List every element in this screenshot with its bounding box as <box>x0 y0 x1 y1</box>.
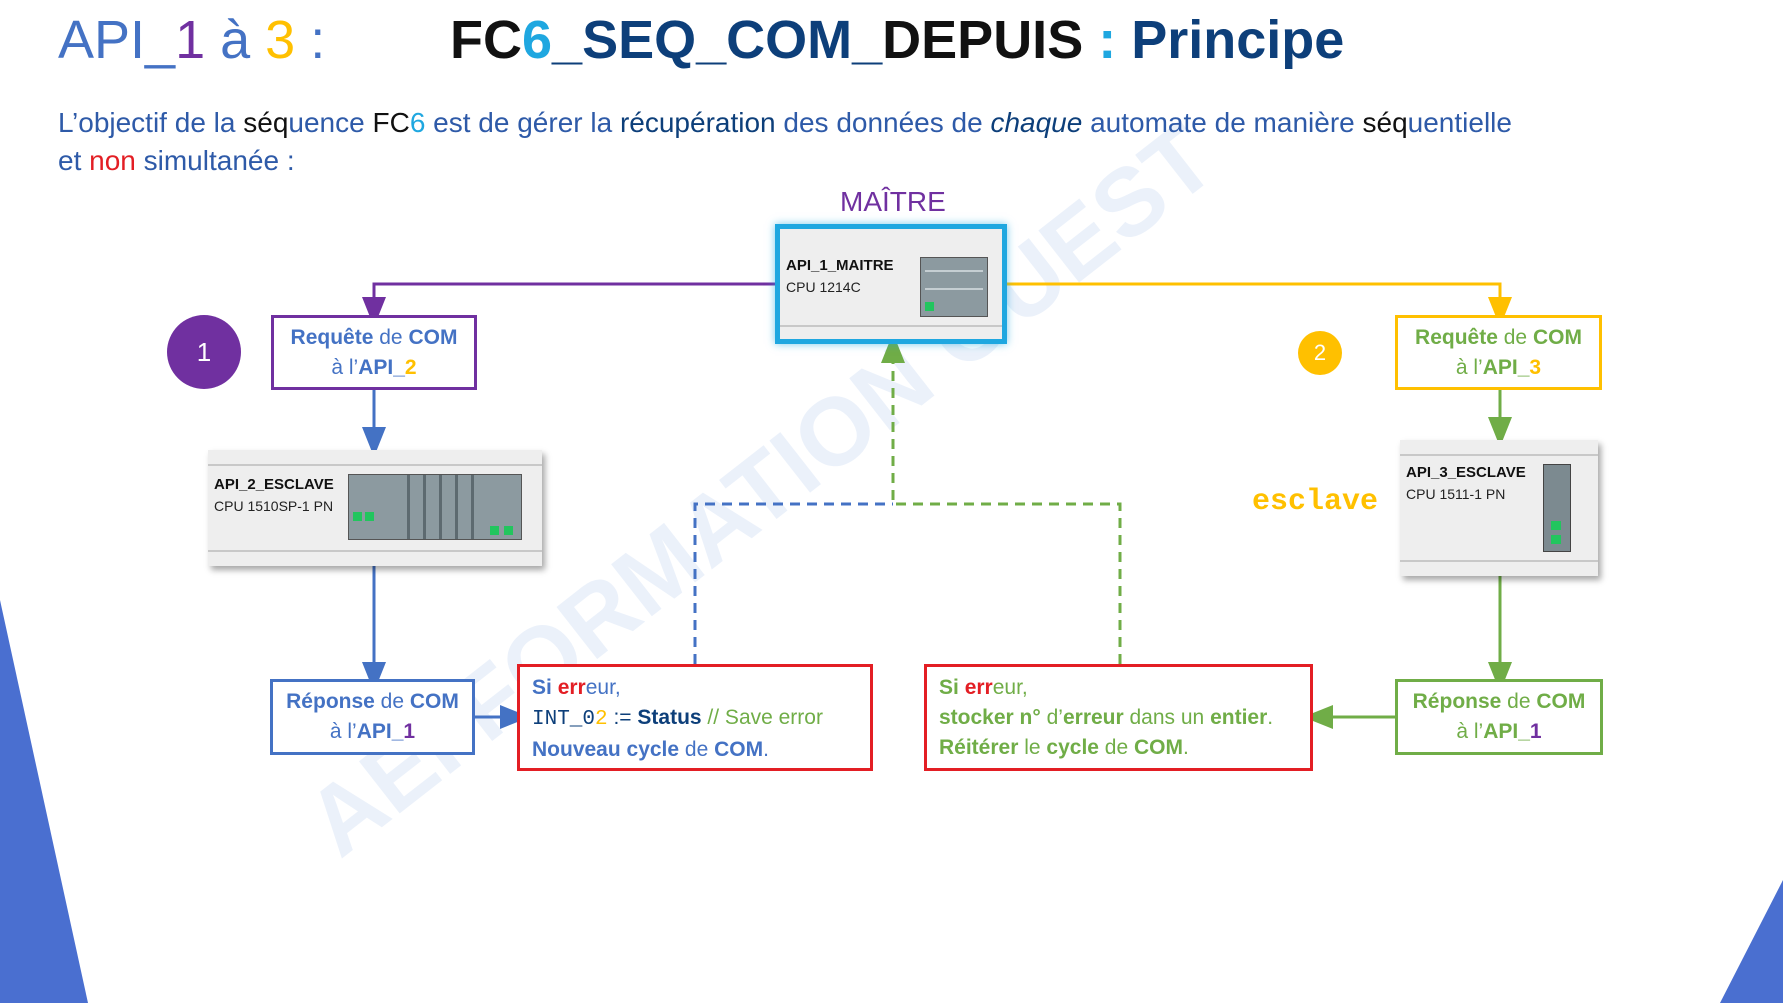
intro-line-1: L’objectif de la séquence FC6 est de gér… <box>58 107 1512 138</box>
intro-text: L’objectif de la séquence FC6 est de gér… <box>58 104 1512 180</box>
error-box-left: Si erreur, INT_02 := Status // Save erro… <box>517 664 873 771</box>
request-api3-box: Requête de COM à l’API_3 <box>1395 315 1602 390</box>
slave3-device[interactable]: API_3_ESCLAVE CPU 1511-1 PN <box>1400 440 1598 576</box>
loop-errright-master <box>881 333 1122 664</box>
intro-line-2: et non simultanée : <box>58 145 295 176</box>
slave3-name: API_3_ESCLAVE <box>1406 464 1526 481</box>
error-box-right: Si erreur, stocker n° d’erreur dans un e… <box>924 664 1313 771</box>
link-master-req2 <box>362 282 775 327</box>
page-title: FC6_SEQ_COM_DEPUIS : Principe <box>450 10 1345 70</box>
io-rack-icon <box>348 474 522 540</box>
loop-errleft-master <box>693 502 893 664</box>
slave3-label: esclave <box>1252 485 1379 519</box>
response-api2-box: Réponse de COM à l’API_1 <box>270 679 475 755</box>
response-api3-box: Réponse de COM à l’API_1 <box>1395 679 1603 755</box>
master-label: MAÎTRE <box>840 186 946 217</box>
slave3-cpu: CPU 1511-1 PN <box>1406 486 1506 502</box>
slave2-name: API_2_ESCLAVE <box>214 476 334 493</box>
step-2-badge: 2 <box>1298 331 1342 375</box>
request-api2-box: Requête de COM à l’API_2 <box>271 315 477 390</box>
title-left: API_1 à 3 : <box>58 10 326 70</box>
slave2-cpu: CPU 1510SP-1 PN <box>214 498 334 514</box>
master-name: API_1_MAITRE <box>786 257 894 274</box>
step-1-badge: 1 <box>167 315 241 389</box>
plc-module-icon <box>920 257 988 317</box>
slave2-device[interactable]: API_2_ESCLAVE CPU 1510SP-1 PN <box>208 450 542 566</box>
master-cpu: CPU 1214C <box>786 279 861 295</box>
link-master-req3 <box>1007 282 1512 327</box>
cpu-module-icon <box>1543 464 1571 552</box>
master-device[interactable]: API_1_MAITRE CPU 1214C <box>775 224 1007 344</box>
